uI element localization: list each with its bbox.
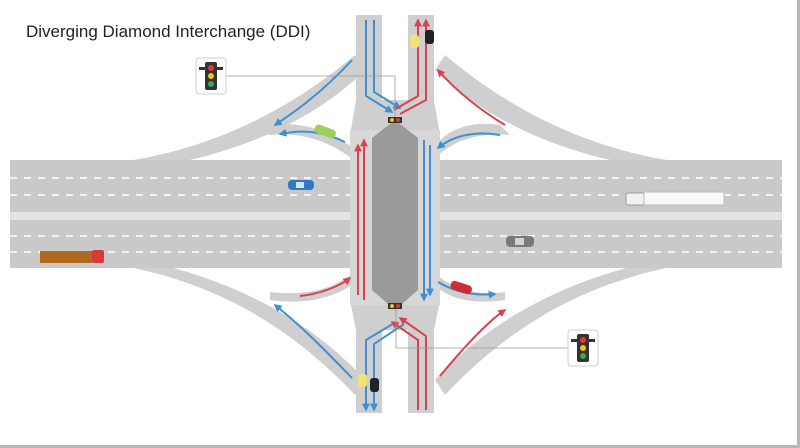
diagram-title: Diverging Diamond Interchange (DDI) (26, 22, 311, 41)
crossroad-east-leg-south (408, 318, 434, 413)
ramp-nw-inner (260, 123, 356, 162)
car-icon (40, 250, 104, 263)
arrow-ramp-ne-right (436, 132, 501, 150)
traffic-signal-icon (567, 329, 599, 367)
ramp-sw (100, 262, 365, 395)
ramp-se (435, 262, 700, 395)
arrow-ramp-sw-right (273, 304, 353, 379)
arrow-sb-exit (362, 321, 397, 412)
freeway-lane-markings (10, 177, 782, 253)
arrow-onramp-sw (299, 277, 352, 297)
arrow-sb-2 (373, 20, 402, 109)
signal-head-north (388, 117, 402, 123)
arrow-nb-2 (398, 317, 427, 410)
signal-head-south (388, 303, 402, 309)
car-icon (450, 280, 472, 295)
callout-lines (222, 75, 572, 349)
car-icon (410, 30, 434, 48)
ramp-nw (120, 55, 365, 165)
arrow-sb-1 (365, 20, 394, 113)
ramp-sw-inner (270, 270, 356, 302)
arrow-onramp-ne (436, 68, 506, 126)
car-icon (288, 180, 314, 190)
car-icon (314, 124, 336, 139)
arrow-nb-exit-2 (399, 18, 430, 115)
arrow-nb-1 (390, 321, 419, 410)
car-icon (506, 236, 534, 247)
ramp-ne (435, 55, 680, 165)
arrow-offramp-se (439, 309, 507, 377)
crossroad-center-median (372, 120, 418, 310)
crossover-signals (388, 117, 402, 309)
vehicles (40, 30, 725, 392)
crossover-south (350, 300, 440, 330)
car-icon (358, 374, 379, 392)
arrow-ramp-nw-left (278, 128, 346, 143)
arrow-offramp-nw (273, 59, 353, 126)
car-icon (625, 191, 725, 206)
traffic-signal-icon (195, 57, 227, 95)
